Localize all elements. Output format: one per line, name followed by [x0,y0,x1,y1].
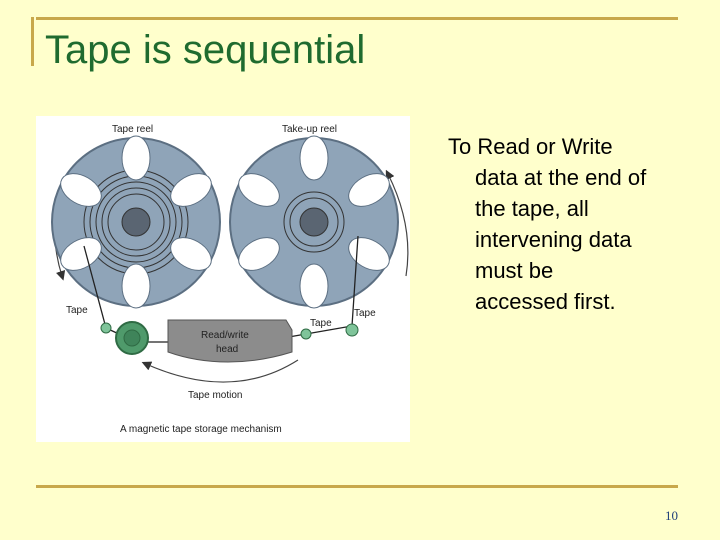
body-line-2: data at the end of [475,165,647,190]
label-tape-left: Tape [66,305,88,316]
label-tape-reel: Tape reel [112,124,153,135]
figure-caption: A magnetic tape storage mechanism [120,424,282,435]
body-line-6: accessed first. [475,289,616,314]
label-takeup-reel: Take-up reel [282,124,337,135]
guide-roller-right-icon [345,323,359,337]
bottom-rule [36,485,678,488]
label-head-line1: Read/write [201,330,249,341]
body-line-5: must be [475,258,554,283]
top-rule [36,17,678,20]
left-rule [31,17,34,66]
label-tape-motion: Tape motion [188,390,242,401]
label-tape-middle: Tape [310,318,332,329]
tape-motion-arrow [141,359,299,383]
body-line-4: intervening data [475,227,632,252]
label-tape-right: Tape [354,308,376,319]
tape-reel-icon [51,135,221,309]
label-head-line2: head [216,344,238,355]
tape-mechanism-figure: Tape reel Take-up reel Tape Tape Tape Re… [36,116,410,442]
right-rotation-arrow [385,169,409,277]
guide-roller-left-icon [100,322,112,334]
page-number: 10 [665,508,678,523]
slide-title: Tape is sequential [45,28,366,72]
read-write-head-icon [167,319,293,363]
body-line-1: To Read or Write [448,134,613,159]
guide-roller-middle-icon [300,328,312,340]
takeup-reel-icon [229,135,399,309]
body-line-3: the tape, all [475,196,589,221]
body-text: To Read or Write data at the end of the … [448,131,688,317]
